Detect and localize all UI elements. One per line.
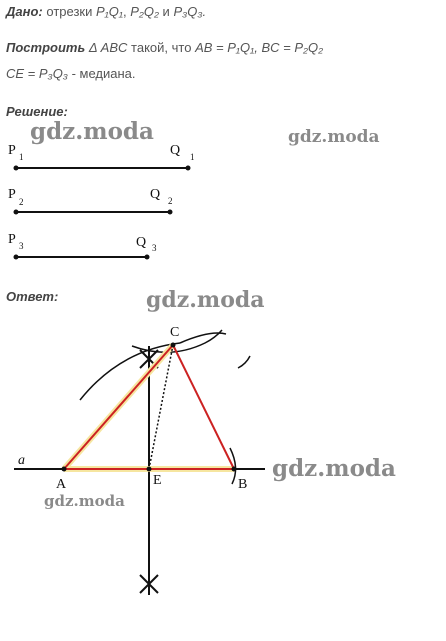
median-ce [148, 344, 174, 470]
arc-right-small [237, 355, 251, 369]
watermark: gdz.moda [44, 492, 125, 510]
watermark: gdz.moda [272, 455, 396, 482]
construct-ce: CE = P₃Q₃ [6, 66, 68, 81]
solution-label: Решение: [6, 104, 68, 119]
segment-label-q3: Q [136, 235, 146, 250]
arc-from-a [79, 342, 181, 401]
segment-p2q2: P 2 Q 2 [8, 187, 173, 215]
construction: a A B C E [14, 325, 265, 595]
point-c [170, 342, 176, 348]
arc-from-e [131, 329, 223, 354]
segment-label-q1-sub: 1 [190, 152, 195, 162]
segment-label-p2-sub: 2 [19, 197, 24, 207]
given-segment-1: P₁Q₁ [95, 4, 123, 19]
label-a: A [56, 477, 67, 492]
given-comma: , [122, 4, 127, 19]
given-segment-3: P₃Q₃. [173, 4, 207, 19]
segment-label-q1: Q [170, 143, 180, 158]
arc-top [179, 332, 227, 344]
segment-p1q1: P 1 Q 1 [8, 143, 195, 171]
given-line: Дано: отрезки P₁Q₁, P₂Q₂ и P₃Q₃. [6, 4, 206, 20]
segment-p3q3: P 3 Q 3 [8, 232, 157, 260]
segment-label-p1: P [8, 143, 16, 158]
label-e: E [153, 473, 162, 488]
side-ac [63, 344, 174, 470]
segment-label-p3-sub: 3 [19, 241, 24, 251]
side-bc [172, 344, 235, 470]
point-b [231, 466, 237, 472]
construct-line-1: Построить Δ ABC такой, что AB = P₁Q₁, BC… [6, 40, 323, 56]
given-segment-2: P₂Q₂ [130, 4, 159, 19]
point-e [146, 466, 152, 472]
construct-text-2: - медиана. [71, 66, 136, 81]
segment-label-q2: Q [150, 187, 160, 202]
segment-label-q2-sub: 2 [168, 196, 173, 206]
watermark: gdz.moda [288, 127, 380, 147]
construct-triangle: Δ ABC [88, 40, 128, 55]
given-text: отрезки [46, 4, 93, 19]
point-a [61, 466, 67, 472]
segment-label-q3-sub: 3 [152, 243, 157, 253]
label-c: C [170, 325, 179, 340]
construct-bc: BC = P₂Q₂ [261, 40, 324, 55]
label-line-a: a [18, 453, 25, 468]
watermark: gdz.moda [30, 118, 154, 145]
construct-line-2: CE = P₃Q₃ - медиана. [6, 66, 136, 82]
answer-label: Ответ: [6, 289, 59, 304]
segment-label-p1-sub: 1 [19, 152, 24, 162]
construct-label: Построить [6, 40, 86, 55]
given-and: и [162, 4, 170, 19]
construct-ab: AB = P₁Q₁, [195, 40, 258, 55]
given-label: Дано: [6, 4, 43, 19]
label-b: B [238, 477, 247, 492]
arc-cross-bottom [139, 574, 159, 594]
segment-label-p2: P [8, 187, 16, 202]
segment-label-p3: P [8, 232, 16, 247]
watermark: gdz.moda [146, 287, 265, 313]
construct-text-1: такой, что [131, 40, 192, 55]
